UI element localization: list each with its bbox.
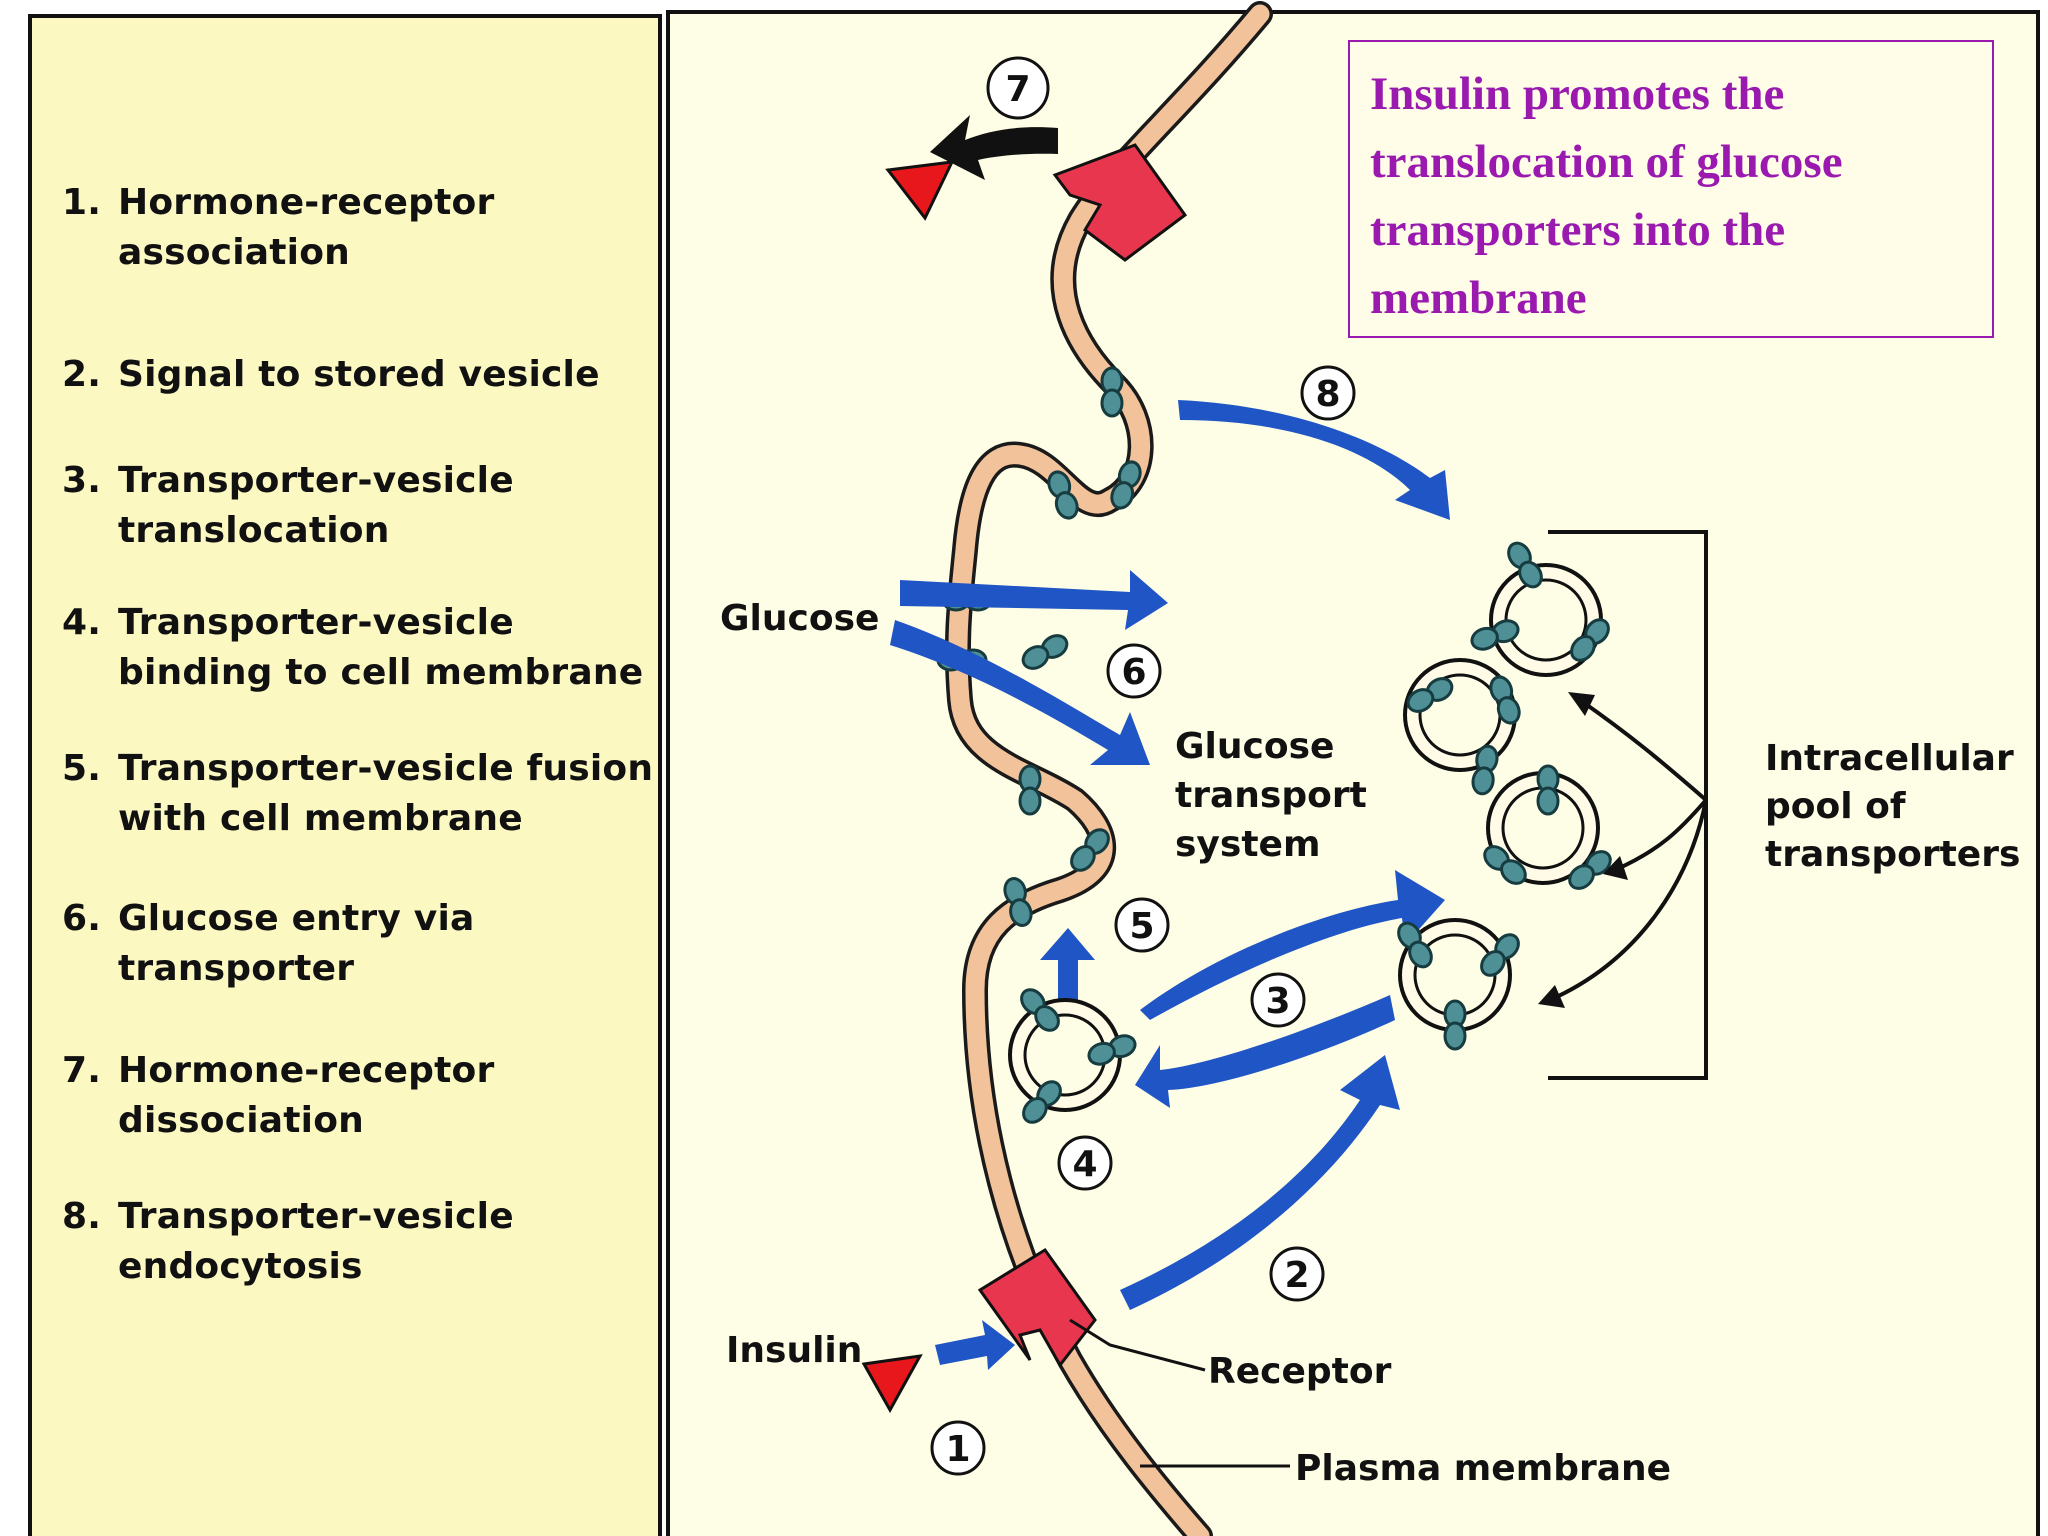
glucose-arrow [890, 620, 1150, 765]
pool-label: transporters [1765, 834, 2020, 875]
glucose-transport-label: Glucose [1175, 726, 1334, 767]
step-circle-4: 4 [1072, 1144, 1097, 1185]
title-box: Insulin promotes the translocation of gl… [1348, 40, 1994, 338]
step-circle-6: 6 [1121, 652, 1146, 693]
step-number: 3. [62, 460, 102, 501]
glucose-transport-label: system [1175, 824, 1320, 865]
pool-pointers [1549, 698, 1708, 1002]
step-number: 6. [62, 898, 102, 939]
step-text: Glucose entry via transporter [118, 898, 475, 989]
step-number: 5. [62, 748, 102, 789]
insulin-triangle [885, 160, 955, 221]
number-circles [930, 56, 1356, 1476]
receptor-shape [977, 1247, 1097, 1368]
step-text: Transporter-vesicle fusion with cell mem… [118, 748, 654, 839]
arrow-3-forward [1140, 870, 1445, 1020]
arrow-2 [1120, 1055, 1400, 1310]
steps-panel: 1. Hormone-receptor association 2. Signal … [28, 14, 662, 1536]
plasma-membrane-label: Plasma membrane [1295, 1448, 1671, 1489]
step-item: 8. Transporter-vesicle endocytosis [62, 1192, 658, 1292]
insulin-triangle [861, 1354, 923, 1414]
arrow-1 [935, 1320, 1015, 1370]
step-item: 5. Transporter-vesicle fusion with cell m… [62, 744, 658, 844]
step-text: Transporter-vesicle translocation [118, 460, 514, 551]
membrane-transporter [1018, 764, 1042, 816]
step-circle-5: 5 [1129, 906, 1154, 947]
arrow-3-back [1135, 995, 1395, 1108]
step-text: Hormone-receptor association [118, 182, 495, 273]
arrow-7 [930, 115, 1058, 180]
glucose-label: Glucose [720, 598, 879, 639]
step-circle-1: 1 [945, 1429, 970, 1470]
receptor-shape [1052, 143, 1188, 262]
membrane-transporter [1100, 366, 1124, 418]
step-circle-2: 2 [1284, 1255, 1309, 1296]
step-number: 7. [62, 1050, 102, 1091]
step-number: 4. [62, 602, 102, 643]
step-text: Transporter-vesicle endocytosis [118, 1196, 514, 1287]
step-text: Transporter-vesicle binding to cell memb… [118, 602, 644, 693]
step-circle-8: 8 [1315, 374, 1340, 415]
arrow-5 [1040, 928, 1095, 1000]
glucose-arrow [900, 570, 1168, 630]
receptor-label: Receptor [1208, 1351, 1392, 1392]
step-circle-7: 7 [1005, 69, 1030, 110]
pool-label: pool of [1765, 786, 1906, 827]
step-item: 6. Glucose entry via transporter [62, 894, 658, 994]
step-item: 4. Transporter-vesicle binding to cell me… [62, 598, 658, 698]
vesicle-pool [1392, 537, 1617, 1051]
glucose-molecule [1017, 629, 1073, 675]
step-number: 2. [62, 354, 102, 395]
step-text: Signal to stored vesicle [118, 354, 600, 395]
receptor-leader [1069, 1318, 1206, 1372]
step-item: 7. Hormone-receptor dissociation [62, 1046, 658, 1146]
step-number: 8. [62, 1196, 102, 1237]
pool-label: Intracellular [1765, 738, 2014, 779]
step-item: 3. Transporter-vesicle translocation [62, 456, 658, 556]
glucose-transport-label: transport [1175, 775, 1367, 816]
step-item: 2. Signal to stored vesicle [62, 350, 658, 400]
pool-arrowheads [1538, 692, 1628, 1008]
vesicle-near-membrane [1008, 983, 1140, 1129]
step-item: 1. Hormone-receptor association [62, 178, 658, 278]
step-circle-3: 3 [1265, 981, 1290, 1022]
arrow-8 [1178, 400, 1450, 520]
step-number: 1. [62, 182, 102, 223]
step-text: Hormone-receptor dissociation [118, 1050, 495, 1141]
insulin-label: Insulin [726, 1330, 862, 1371]
diagram-title: Insulin promotes the translocation of gl… [1370, 68, 1843, 324]
